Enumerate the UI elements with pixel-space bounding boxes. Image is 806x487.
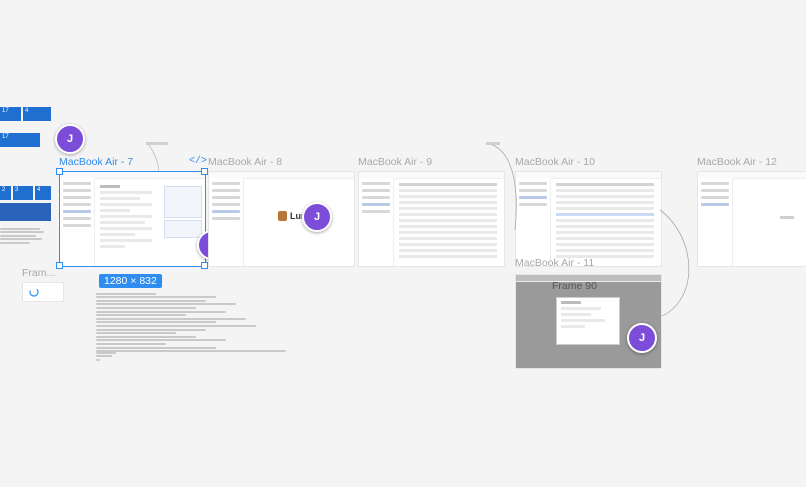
frame-title-90[interactable]: Frame 90 <box>552 280 597 292</box>
prototype-connectors <box>489 143 690 321</box>
frame-fram[interactable] <box>22 282 64 302</box>
tile-3: 3 <box>13 186 33 200</box>
frame-title-9[interactable]: MacBook Air - 9 <box>358 156 433 168</box>
resize-handle-tl[interactable] <box>56 168 63 175</box>
data-table <box>395 180 501 258</box>
note-label-b <box>486 142 500 145</box>
frame-macbook-air-12[interactable] <box>697 171 806 267</box>
lunch-icon <box>278 211 287 221</box>
tile-band <box>0 203 51 221</box>
frame-notes <box>96 291 296 353</box>
frame-title-12[interactable]: MacBook Air - 12 <box>697 156 777 168</box>
frame-macbook-air-7[interactable] <box>59 171 206 267</box>
frame-title-11[interactable]: MacBook Air - 11 <box>515 257 595 269</box>
lunch-widget: Lun <box>278 211 307 221</box>
window-titlebar <box>60 172 205 179</box>
detail-card-2 <box>164 220 202 238</box>
detail-card <box>164 186 202 218</box>
frame-title-fram[interactable]: Fram... <box>22 267 56 279</box>
sidebar <box>60 178 95 266</box>
resize-handle-br[interactable] <box>201 262 208 269</box>
tile-17-b: 17 <box>0 133 40 147</box>
frame-title-7[interactable]: MacBook Air - 7 <box>59 156 134 168</box>
tile-17-a: 17 <box>0 107 21 121</box>
data-table <box>552 180 658 258</box>
frame-title-10[interactable]: MacBook Air - 10 <box>515 156 595 168</box>
placeholder-text <box>780 216 794 219</box>
sidebar <box>516 178 551 266</box>
frame-macbook-air-9[interactable] <box>358 171 505 267</box>
tile-4-b: 4 <box>35 186 51 200</box>
collaborator-avatar-4[interactable]: J <box>627 323 657 353</box>
sidebar <box>698 178 733 266</box>
collaborator-avatar[interactable]: J <box>55 124 85 154</box>
code-icon[interactable]: </> <box>189 156 208 167</box>
tile-4-a: 4 <box>23 107 51 121</box>
note-label-a <box>146 142 168 145</box>
resize-handle-bl[interactable] <box>56 262 63 269</box>
selection-dimensions: 1280 × 832 <box>99 274 162 288</box>
sidebar <box>209 178 244 266</box>
lunch-label: Lun <box>290 211 307 221</box>
frame-macbook-air-10[interactable] <box>515 171 662 267</box>
sidebar <box>359 178 394 266</box>
frame-title-8[interactable]: MacBook Air - 8 <box>208 156 283 168</box>
content-list <box>96 182 156 262</box>
frame-macbook-air-11[interactable] <box>515 274 662 369</box>
resize-handle-tr[interactable] <box>201 168 208 175</box>
left-notes <box>0 226 50 244</box>
modal-dialog <box>556 297 620 345</box>
collaborator-avatar-3[interactable]: J <box>302 202 332 232</box>
tile-2: 2 <box>0 186 11 200</box>
frame-notes-2 <box>96 350 136 361</box>
loading-spinner-icon <box>29 287 39 297</box>
